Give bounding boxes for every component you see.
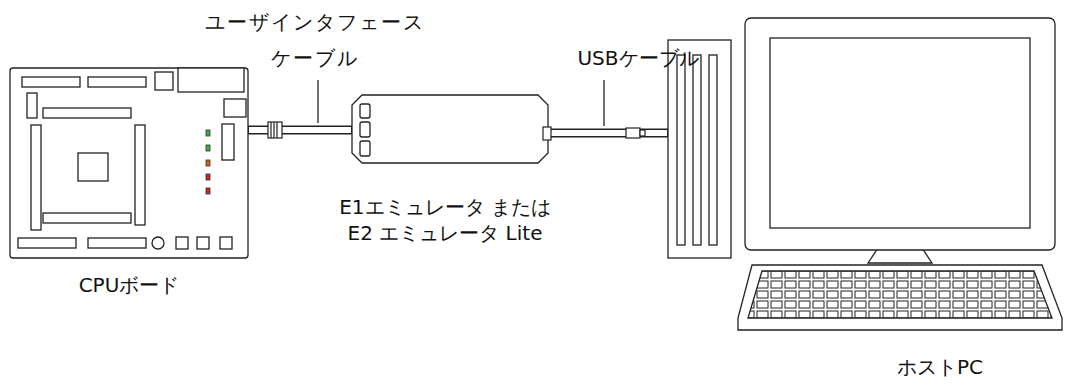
cpu-board: CPUボード xyxy=(10,68,248,258)
host-pc xyxy=(693,55,701,245)
host-pc xyxy=(745,18,1055,250)
cpu-board xyxy=(152,237,164,249)
cable-plug xyxy=(270,122,271,138)
emulator-body xyxy=(352,95,548,163)
led xyxy=(206,160,210,166)
leader-line xyxy=(317,80,318,123)
emulator-body xyxy=(360,122,370,137)
cpu-board xyxy=(155,72,173,90)
host-pc xyxy=(770,38,1030,228)
cpu-board xyxy=(222,124,234,160)
cable-fill xyxy=(549,130,667,136)
cpu-board xyxy=(27,93,37,118)
cpu-board xyxy=(18,238,76,248)
cpu-board xyxy=(178,68,244,92)
cpu-board xyxy=(31,125,41,230)
cpu-board xyxy=(22,77,80,87)
host-pc xyxy=(738,265,1062,330)
cable-outline xyxy=(548,129,668,138)
emulator-body xyxy=(360,104,370,118)
cpu-board xyxy=(88,77,146,87)
cable-outline xyxy=(248,126,352,135)
cpu-board xyxy=(224,99,246,117)
caption: E1エミュレータ または E2 エミュレータ Lite xyxy=(325,194,565,246)
led xyxy=(206,130,210,194)
cpu-board xyxy=(43,108,131,118)
leader-line xyxy=(603,80,604,126)
cable-fill xyxy=(249,127,351,133)
cable xyxy=(548,133,668,134)
cable-plug xyxy=(273,122,274,138)
cpu-board xyxy=(10,68,248,258)
host-pc xyxy=(748,271,1052,318)
caption: CPUボード xyxy=(10,272,248,298)
caption: ホストPC xyxy=(850,354,1030,380)
led xyxy=(206,188,210,194)
cable-plug xyxy=(640,130,645,136)
emulator-body xyxy=(360,141,370,156)
led xyxy=(206,145,210,151)
cable-plug xyxy=(268,122,282,138)
cpu-board xyxy=(176,237,188,249)
cable-plug xyxy=(626,128,640,138)
host-pc: ホストPC xyxy=(668,18,1060,330)
cpu-board xyxy=(43,213,131,223)
cable-plug xyxy=(276,122,277,138)
emulator: E1エミュレータ または E2 エミュレータ Lite xyxy=(352,95,548,163)
emulator-body xyxy=(352,95,548,163)
host-pc xyxy=(668,40,731,258)
led xyxy=(206,130,210,136)
host-pc xyxy=(709,55,717,245)
host-pc xyxy=(677,55,685,245)
cpu-board xyxy=(197,237,209,249)
host-pc xyxy=(668,18,1062,330)
cable-label: ユーザインタフェース ケーブル xyxy=(190,4,440,76)
cpu-board xyxy=(10,68,248,258)
leader-line xyxy=(318,80,604,126)
cable-plug xyxy=(268,122,645,140)
cable-label: USBケーブル xyxy=(548,40,728,76)
cpu-board xyxy=(135,125,145,225)
cpu-board xyxy=(78,153,108,181)
led xyxy=(206,174,210,180)
cpu-board xyxy=(88,238,146,248)
cable xyxy=(248,130,352,131)
cpu-board xyxy=(220,237,232,249)
cable-plug xyxy=(543,127,551,140)
